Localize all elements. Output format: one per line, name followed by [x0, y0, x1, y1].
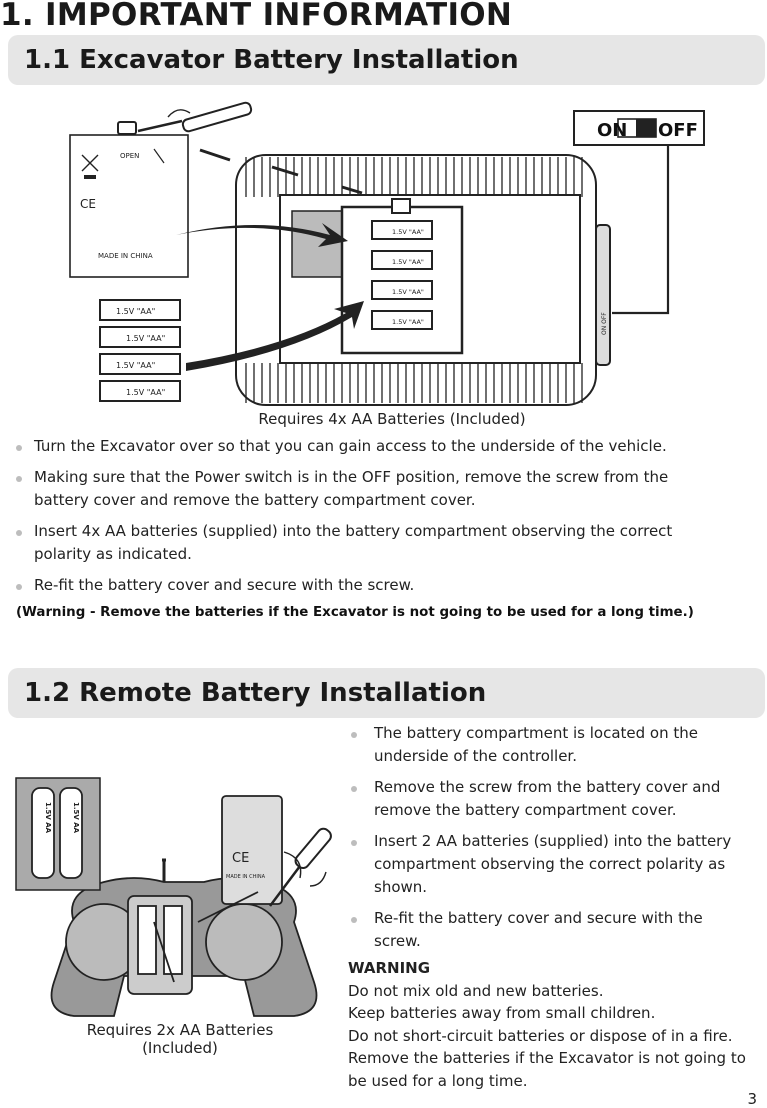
caption-line: (Included): [142, 1039, 218, 1057]
battery-label: 1.5V "AA": [126, 334, 165, 343]
list-item: Insert 2 AA batteries (supplied) into th…: [348, 830, 753, 899]
battery-label: 1.5V "AA": [116, 361, 155, 370]
battery-label: 1.5V "AA": [392, 258, 424, 266]
excavator-battery-illustration: ON OFF OPEN CE MADE IN CHINA 1.5V "AA" 1…: [69, 101, 705, 406]
section-heading-band: 1.1 Excavator Battery Installation: [8, 35, 765, 85]
list-item: Re-fit the battery cover and secure with…: [348, 907, 753, 953]
battery: [31, 787, 55, 879]
bullet-icon: [16, 445, 22, 451]
battery-label: 1.5V "AA": [126, 388, 165, 397]
switch-on-label: ON: [597, 120, 627, 141]
cover-ce-mark: CE: [232, 851, 249, 866]
list-item: The battery compartment is located on th…: [348, 722, 753, 768]
battery-label: 1.5V "AA": [392, 228, 424, 236]
battery: [99, 380, 181, 402]
bullet-icon: [351, 732, 357, 738]
battery-label: 1.5V "AA": [392, 288, 424, 296]
warning-line: Do not short-circuit batteries or dispos…: [348, 1026, 733, 1045]
cover-ce-mark: CE: [80, 197, 96, 211]
caption-line: Requires 2x AA Batteries: [86, 1021, 274, 1039]
warning-line: Do not mix old and new batteries.: [348, 981, 604, 1000]
arrow-icon: [176, 223, 364, 371]
bullet-icon: [16, 584, 22, 590]
side-switch-label: ON OFF: [601, 312, 608, 335]
remote-battery-illustration: 1.5V AA 1.5V AA CE MADE IN CHINA: [15, 777, 332, 1017]
section-heading-band: 1.2 Remote Battery Installation: [8, 668, 765, 718]
screwdriver-icon: [117, 101, 253, 135]
screwdriver-icon: [269, 827, 332, 907]
battery: [99, 326, 181, 348]
battery: [371, 280, 433, 300]
battery-inset: [15, 777, 101, 891]
warning-line: Keep batteries away from small children.: [348, 1004, 656, 1022]
bullet-icon: [16, 530, 22, 536]
list-item: Insert 4x AA batteries (supplied) into t…: [0, 520, 720, 566]
battery-cover: [221, 795, 283, 905]
battery: [371, 250, 433, 270]
battery: [371, 220, 433, 240]
bullet-icon: [351, 840, 357, 846]
section-heading: 1.2 Remote Battery Installation: [24, 678, 487, 708]
battery-label: 1.5V "AA": [116, 307, 155, 316]
battery: [99, 299, 181, 321]
battery: [371, 310, 433, 330]
switch-off-label: OFF: [658, 120, 698, 141]
cover-open-label: OPEN: [120, 152, 139, 160]
battery-label: 1.5V "AA": [392, 318, 424, 326]
battery: [59, 787, 83, 879]
bullet-icon: [351, 917, 357, 923]
bullet-icon: [16, 476, 22, 482]
warning-title: WARNING: [348, 959, 431, 977]
warning-note: (Warning - Remove the batteries if the E…: [16, 605, 694, 620]
list-item: Re-fit the battery cover and secure with…: [0, 574, 720, 597]
warning-block: WARNING Do not mix old and new batteries…: [348, 957, 763, 1092]
battery: [137, 905, 157, 975]
warning-line: Remove the batteries if the Excavator is…: [348, 1049, 746, 1090]
cover-made-label: MADE IN CHINA: [98, 252, 153, 260]
figure-caption: Requires 2x AA Batteries (Included): [40, 1021, 320, 1057]
instruction-list: Turn the Excavator over so that you can …: [0, 435, 720, 605]
battery-label: 1.5V AA: [72, 802, 80, 834]
list-item: Remove the screw from the battery cover …: [348, 776, 753, 822]
battery: [99, 353, 181, 375]
battery-label: 1.5V AA: [44, 802, 52, 834]
list-item: Making sure that the Power switch is in …: [0, 466, 720, 512]
instruction-list: The battery compartment is located on th…: [348, 722, 753, 961]
figure-caption: Requires 4x AA Batteries (Included): [258, 410, 526, 428]
page-title: 1. IMPORTANT INFORMATION: [0, 0, 513, 33]
track-treads: [245, 157, 583, 403]
bullet-icon: [351, 786, 357, 792]
section-heading: 1.1 Excavator Battery Installation: [24, 45, 519, 75]
page-number: 3: [747, 1090, 757, 1108]
cover-made-label: MADE IN CHINA: [226, 874, 266, 880]
battery: [163, 905, 183, 975]
list-item: Turn the Excavator over so that you can …: [0, 435, 720, 458]
